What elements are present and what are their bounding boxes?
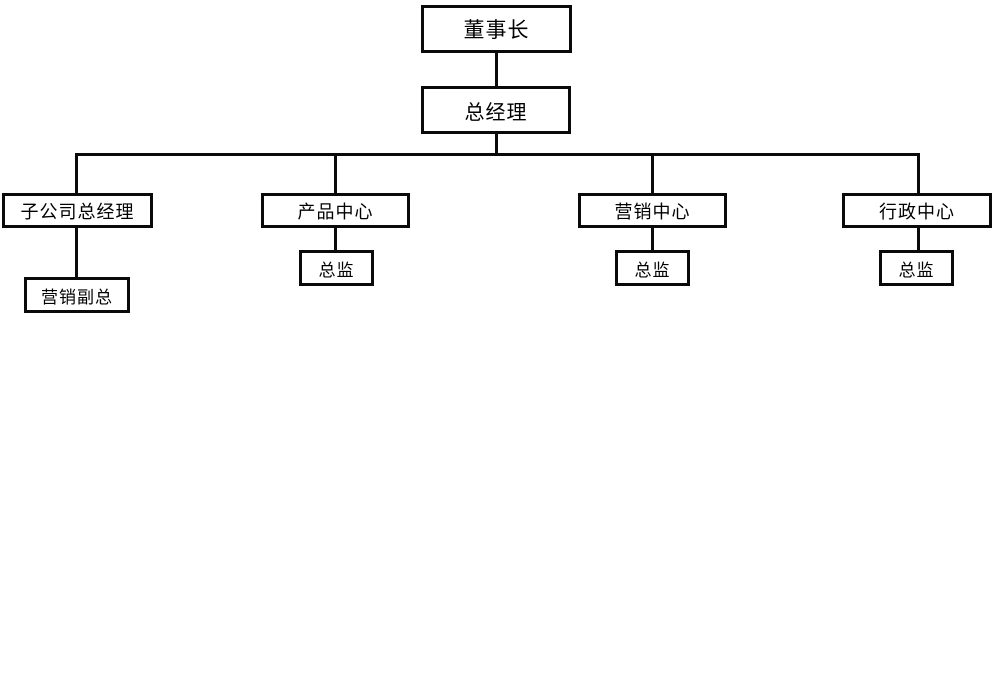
node-general-manager[interactable]: 总经理: [421, 86, 571, 134]
connector-subsidiary-gm-to-marketing-vp: [75, 226, 78, 278]
node-subsidiary-gm-label: 子公司总经理: [20, 201, 135, 223]
connector-product-center-to-director: [334, 226, 337, 252]
node-chairman-label: 董事长: [463, 18, 530, 42]
connector-bus-to-product-center: [334, 153, 337, 195]
connector-chairman-to-gm: [495, 52, 498, 88]
node-marketing-center[interactable]: 营销中心: [578, 193, 727, 228]
connector-gm-to-bus: [495, 133, 498, 155]
node-marketing-director[interactable]: 总监: [615, 250, 690, 286]
node-subsidiary-gm[interactable]: 子公司总经理: [2, 193, 153, 228]
node-general-manager-label: 总经理: [464, 99, 528, 124]
node-marketing-director-label: 总监: [634, 260, 671, 281]
node-marketing-center-label: 营销中心: [614, 201, 691, 223]
node-admin-center-label: 行政中心: [879, 201, 955, 223]
connector-bus-to-subsidiary-gm: [75, 153, 78, 195]
node-chairman[interactable]: 董事长: [421, 5, 572, 53]
connector-bus: [75, 153, 920, 156]
connector-admin-center-to-director: [917, 226, 920, 252]
connector-marketing-center-to-director: [651, 226, 654, 252]
node-marketing-vp[interactable]: 营销副总: [24, 277, 130, 313]
node-product-director-label: 总监: [318, 260, 355, 281]
node-admin-director[interactable]: 总监: [879, 250, 954, 286]
node-product-center[interactable]: 产品中心: [261, 193, 410, 228]
node-admin-director-label: 总监: [898, 260, 935, 281]
connector-bus-to-admin-center: [917, 153, 920, 195]
connector-bus-to-marketing-center: [651, 153, 654, 195]
node-admin-center[interactable]: 行政中心: [842, 193, 992, 228]
node-product-director[interactable]: 总监: [299, 250, 374, 286]
node-product-center-label: 产品中心: [297, 201, 374, 223]
node-marketing-vp-label: 营销副总: [41, 287, 113, 308]
